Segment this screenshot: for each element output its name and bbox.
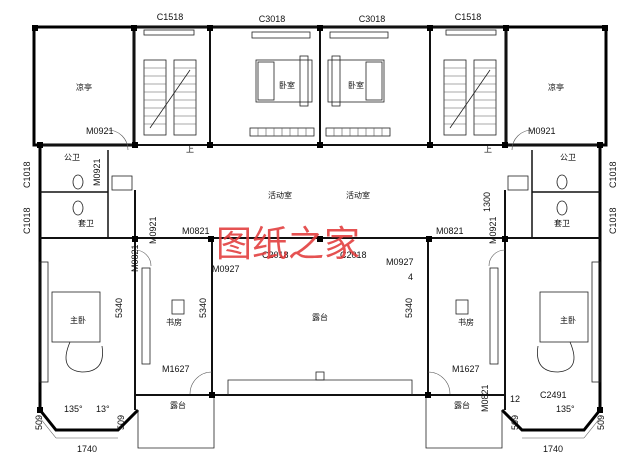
room-master-right: 主卧 bbox=[560, 315, 576, 325]
code-m0921-l2: M0921 bbox=[92, 158, 102, 186]
room-activity-left: 活动室 bbox=[268, 190, 292, 200]
code-m0821-r: M0821 bbox=[436, 226, 464, 236]
dim-509-left: 509 bbox=[34, 415, 44, 430]
label-c1518-left: C1518 bbox=[157, 12, 184, 22]
stair-up-left: 上 bbox=[186, 145, 194, 154]
room-terrace-left: 露台 bbox=[170, 400, 186, 410]
dim-12-right: 12 bbox=[510, 394, 520, 404]
code-m0821-l: M0821 bbox=[182, 226, 210, 236]
dim-5340-1: 5340 bbox=[114, 298, 124, 318]
dim-1300: 1300 bbox=[482, 192, 492, 212]
room-bedroom-left: 卧室 bbox=[279, 80, 295, 90]
label-c1518-right: C1518 bbox=[455, 12, 482, 22]
dim-509-right: 509 bbox=[510, 415, 520, 430]
label-c3018-left: C3018 bbox=[259, 14, 286, 24]
room-ensuite-right: 套卫 bbox=[554, 218, 570, 228]
dim-1740-left: 1740 bbox=[77, 444, 97, 454]
code-m0921-r3: M0921 bbox=[488, 216, 498, 244]
room-public-wc-right: 公卫 bbox=[560, 153, 576, 162]
code-m0821-rv: M0821 bbox=[480, 384, 490, 412]
code-m0921-l3: M0921 bbox=[148, 216, 158, 244]
dim-135-left: 135° bbox=[64, 404, 83, 414]
stairwell-left bbox=[133, 26, 211, 146]
fixtures bbox=[32, 25, 608, 439]
code-c2491: C2491 bbox=[540, 390, 567, 400]
room-pavilion-right: 凉亭 bbox=[548, 82, 564, 92]
code-m0821-lv: M0821 bbox=[130, 244, 140, 272]
code-c1018-l1: C1018 bbox=[22, 161, 32, 188]
interior-walls bbox=[40, 142, 600, 410]
dim-5340-3: 5340 bbox=[404, 298, 414, 318]
room-public-wc-left: 公卫 bbox=[64, 153, 80, 162]
mark-4: 4 bbox=[408, 272, 413, 282]
code-m0921-tl: M0921 bbox=[86, 126, 114, 136]
watermark-text: 图纸之家 bbox=[216, 224, 360, 265]
code-m0927-l: M0927 bbox=[212, 264, 240, 274]
room-master-left: 主卧 bbox=[70, 315, 86, 325]
room-ensuite-left: 套卫 bbox=[78, 218, 94, 228]
room-bedroom-right: 卧室 bbox=[348, 80, 364, 90]
stair-up-right: 上 bbox=[484, 145, 492, 154]
room-terrace-center: 露台 bbox=[312, 312, 328, 322]
code-c1018-r2: C1018 bbox=[608, 207, 618, 234]
dim-1740-right: 1740 bbox=[543, 444, 563, 454]
dim-13-left: 13° bbox=[96, 404, 110, 414]
bedrooms-top bbox=[143, 26, 497, 146]
code-m0921-tr: M0921 bbox=[528, 126, 556, 136]
room-pavilion-left: 凉亭 bbox=[76, 82, 92, 92]
dim-5340-2: 5340 bbox=[198, 298, 208, 318]
dim-509-left-2: 509 bbox=[116, 415, 126, 430]
code-m1627-r: M1627 bbox=[452, 364, 480, 374]
dim-135-right: 135° bbox=[556, 404, 575, 414]
code-c1018-l2: C1018 bbox=[22, 207, 32, 234]
code-m1627-l: M1627 bbox=[162, 364, 190, 374]
label-c3018-right: C3018 bbox=[359, 14, 386, 24]
code-c2018-l: C2018 bbox=[262, 250, 289, 260]
code-c1018-r1: C1018 bbox=[608, 161, 618, 188]
room-study-left: 书房 bbox=[166, 317, 182, 327]
room-study-right: 书房 bbox=[458, 317, 474, 327]
stairwell-right bbox=[429, 26, 507, 146]
room-terrace-right: 露台 bbox=[454, 400, 470, 410]
room-activity-right: 活动室 bbox=[346, 190, 370, 200]
dim-509-right-2: 509 bbox=[596, 415, 606, 430]
code-m0927-r: M0927 bbox=[386, 257, 414, 267]
code-c2018-r: C2018 bbox=[340, 250, 367, 260]
